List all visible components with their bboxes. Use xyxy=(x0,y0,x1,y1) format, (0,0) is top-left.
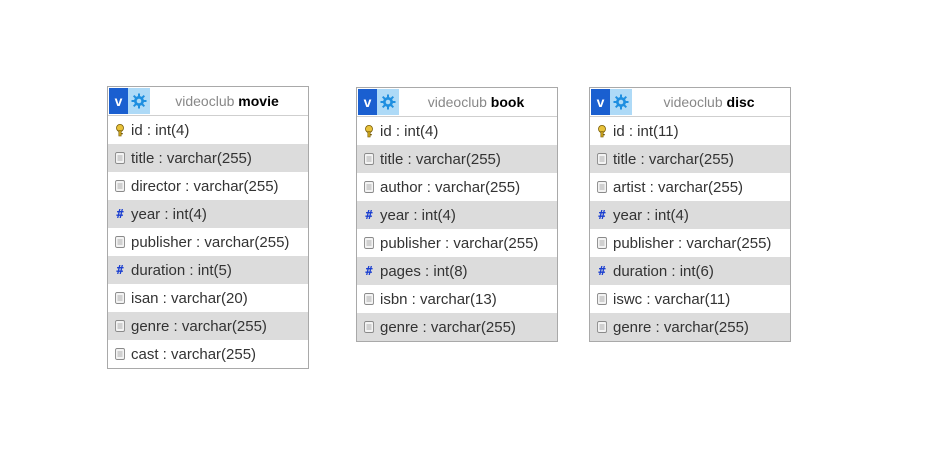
column-row[interactable]: iswc : varchar(11) xyxy=(590,285,790,313)
column-label: artist : varchar(255) xyxy=(613,178,744,196)
database-name: videoclub xyxy=(663,94,723,110)
text-field-icon xyxy=(114,235,126,249)
table-title[interactable]: videoclub movie xyxy=(150,93,308,109)
column-row[interactable]: publisher : varchar(255) xyxy=(108,228,308,256)
table-movie[interactable]: v videoclub movie id : int(4) title : varch… xyxy=(107,86,309,369)
column-row[interactable]: title : varchar(255) xyxy=(590,145,790,173)
text-field-icon xyxy=(596,180,608,194)
number-field-icon: # xyxy=(116,207,124,221)
text-field-icon xyxy=(114,151,126,165)
column-row[interactable]: artist : varchar(255) xyxy=(590,173,790,201)
column-label: isbn : varchar(13) xyxy=(380,290,497,308)
table-title[interactable]: videoclub book xyxy=(399,94,557,110)
table-title[interactable]: videoclub disc xyxy=(632,94,790,110)
column-label: year : int(4) xyxy=(380,206,456,224)
column-row[interactable]: # duration : int(5) xyxy=(108,256,308,284)
column-row[interactable]: genre : varchar(255) xyxy=(357,313,557,341)
column-row[interactable]: # year : int(4) xyxy=(357,201,557,229)
text-field-icon xyxy=(596,236,608,250)
text-field-icon xyxy=(363,320,375,334)
column-row[interactable]: # year : int(4) xyxy=(108,200,308,228)
column-row[interactable]: publisher : varchar(255) xyxy=(357,229,557,257)
column-row[interactable]: title : varchar(255) xyxy=(108,144,308,172)
column-row[interactable]: publisher : varchar(255) xyxy=(590,229,790,257)
number-field-icon: # xyxy=(116,263,124,277)
column-label: publisher : varchar(255) xyxy=(613,234,772,252)
database-name: videoclub xyxy=(427,94,487,110)
toggle-view-button[interactable]: v xyxy=(358,89,377,115)
text-field-icon xyxy=(596,320,608,334)
column-row[interactable]: id : int(4) xyxy=(357,117,557,145)
text-field-icon xyxy=(114,291,126,305)
column-row[interactable]: id : int(4) xyxy=(108,116,308,144)
key-icon xyxy=(114,123,126,137)
text-field-icon xyxy=(596,292,608,306)
column-label: genre : varchar(255) xyxy=(131,317,267,335)
toggle-view-button[interactable]: v xyxy=(109,88,128,114)
column-row[interactable]: isan : varchar(20) xyxy=(108,284,308,312)
gear-icon[interactable] xyxy=(377,89,399,115)
column-row[interactable]: genre : varchar(255) xyxy=(590,313,790,341)
table-header: v videoclub book xyxy=(357,88,557,117)
text-field-icon xyxy=(363,292,375,306)
column-label: genre : varchar(255) xyxy=(380,318,516,336)
gear-icon[interactable] xyxy=(128,88,150,114)
column-label: author : varchar(255) xyxy=(380,178,521,196)
table-name: movie xyxy=(238,93,279,109)
column-label: director : varchar(255) xyxy=(131,177,279,195)
key-icon xyxy=(363,124,375,138)
column-row[interactable]: cast : varchar(255) xyxy=(108,340,308,368)
column-row[interactable]: # pages : int(8) xyxy=(357,257,557,285)
key-icon xyxy=(596,124,608,138)
table-header: v videoclub movie xyxy=(108,87,308,116)
text-field-icon xyxy=(114,179,126,193)
text-field-icon xyxy=(596,152,608,166)
column-label: pages : int(8) xyxy=(380,262,468,280)
toggle-view-button[interactable]: v xyxy=(591,89,610,115)
table-name: disc xyxy=(726,94,755,110)
text-field-icon xyxy=(363,152,375,166)
column-label: isan : varchar(20) xyxy=(131,289,248,307)
text-field-icon xyxy=(363,180,375,194)
column-row[interactable]: title : varchar(255) xyxy=(357,145,557,173)
column-label: duration : int(6) xyxy=(613,262,714,280)
column-label: id : int(11) xyxy=(613,122,679,140)
column-label: id : int(4) xyxy=(131,121,190,139)
column-row[interactable]: director : varchar(255) xyxy=(108,172,308,200)
table-book[interactable]: v videoclub book id : int(4) title : varcha… xyxy=(356,87,558,342)
number-field-icon: # xyxy=(365,208,373,222)
column-label: duration : int(5) xyxy=(131,261,232,279)
table-disc[interactable]: v videoclub disc id : int(11) title : varch… xyxy=(589,87,791,342)
column-label: publisher : varchar(255) xyxy=(380,234,539,252)
gear-icon[interactable] xyxy=(610,89,632,115)
column-row[interactable]: isbn : varchar(13) xyxy=(357,285,557,313)
text-field-icon xyxy=(114,347,126,361)
table-name: book xyxy=(490,94,525,110)
column-label: id : int(4) xyxy=(380,122,439,140)
column-row[interactable]: author : varchar(255) xyxy=(357,173,557,201)
column-label: genre : varchar(255) xyxy=(613,318,749,336)
column-row[interactable]: id : int(11) xyxy=(590,117,790,145)
table-header: v videoclub disc xyxy=(590,88,790,117)
column-label: year : int(4) xyxy=(613,206,689,224)
column-label: title : varchar(255) xyxy=(380,150,501,168)
number-field-icon: # xyxy=(598,264,606,278)
column-label: title : varchar(255) xyxy=(613,150,734,168)
database-name: videoclub xyxy=(175,93,235,109)
number-field-icon: # xyxy=(598,208,606,222)
text-field-icon xyxy=(363,236,375,250)
column-row[interactable]: # duration : int(6) xyxy=(590,257,790,285)
column-label: year : int(4) xyxy=(131,205,207,223)
column-label: publisher : varchar(255) xyxy=(131,233,290,251)
column-row[interactable]: # year : int(4) xyxy=(590,201,790,229)
column-label: cast : varchar(255) xyxy=(131,345,257,363)
column-label: title : varchar(255) xyxy=(131,149,252,167)
number-field-icon: # xyxy=(365,264,373,278)
column-row[interactable]: genre : varchar(255) xyxy=(108,312,308,340)
column-label: iswc : varchar(11) xyxy=(613,290,731,308)
text-field-icon xyxy=(114,319,126,333)
